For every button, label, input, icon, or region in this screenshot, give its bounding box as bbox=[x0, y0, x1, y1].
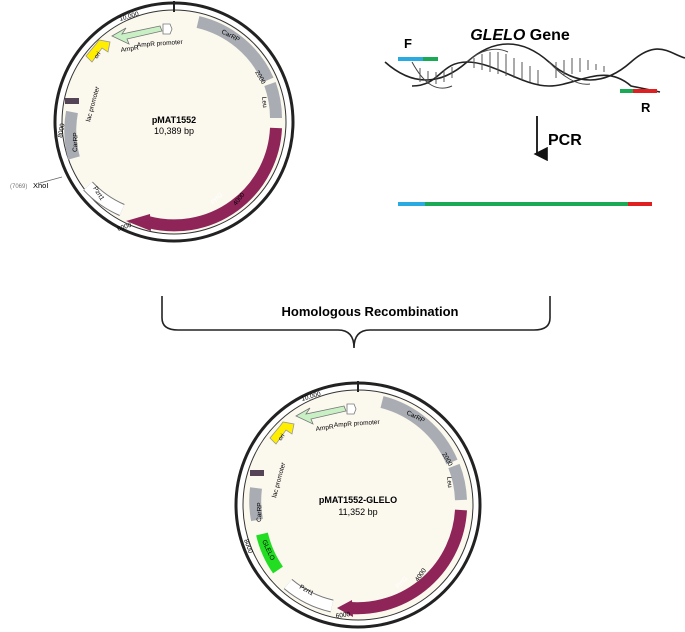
plasmid2-leu-feature bbox=[448, 463, 467, 501]
plasmid1-label-carrp-left: CarRP bbox=[72, 132, 80, 152]
plasmid1-name: pMAT1552 bbox=[152, 115, 196, 125]
pcr-label: PCR bbox=[548, 132, 582, 149]
plasmid1-pyrg-feature bbox=[146, 127, 282, 232]
plasmid1-pzrt1-feature bbox=[83, 182, 125, 216]
plasmid2-glelo-feature bbox=[256, 532, 284, 574]
gene-title-italic: GLELO bbox=[470, 27, 526, 44]
plasmid1-site-name: XhoI bbox=[33, 181, 48, 190]
plasmid1-pyrg-arrowhead bbox=[126, 214, 151, 231]
plasmid2-label-leu: Leu bbox=[445, 476, 453, 488]
plasmid2-tick-6000: 6000 bbox=[335, 611, 351, 620]
plasmid1-label-leu: Leu bbox=[260, 96, 268, 108]
forward-primer-label: F bbox=[404, 36, 412, 51]
plasmid1-site-position: (7069) bbox=[10, 184, 27, 190]
plasmid2-label-ampr: AmpR bbox=[315, 423, 334, 432]
gene-title-rest: Gene bbox=[525, 27, 570, 44]
plasmid2-carrp-left-feature bbox=[249, 487, 263, 522]
plasmid1-ampr-feature bbox=[111, 25, 163, 45]
plasmid2-ori-feature bbox=[269, 421, 295, 445]
plasmid2-pzrt1-feature bbox=[284, 579, 334, 612]
plasmid1-leu-feature bbox=[264, 81, 282, 119]
plasmid1-carrp-left-feature bbox=[64, 110, 80, 160]
plasmid2-carrp-top-feature bbox=[380, 396, 458, 465]
plasmid2-label-carrp-left: CarRP bbox=[256, 502, 264, 522]
plasmid1-ampr-promoter-feature bbox=[162, 23, 173, 35]
plasmid-pmat1552-glelo: pMAT1552-GLELO 11,352 bp 10,000 2000 400… bbox=[234, 381, 482, 629]
plasmid2-ampr-promoter-feature bbox=[346, 403, 357, 415]
reverse-primer-label: R bbox=[641, 100, 651, 115]
gene-title: GLELO Gene bbox=[470, 27, 570, 44]
plasmid1-label-ampr-promoter: AmpR promoter bbox=[137, 39, 184, 49]
process-label: Homologous Recombination bbox=[282, 304, 459, 319]
plasmid2-name: pMAT1552-GLELO bbox=[319, 495, 397, 505]
plasmid2-pyrg-arrowhead bbox=[337, 600, 353, 617]
plasmid1-carrp-top-feature bbox=[196, 16, 274, 83]
dna-base-pairs bbox=[419, 52, 605, 84]
plasmid2-size: 11,352 bp bbox=[338, 507, 377, 517]
plasmid2-ampr-feature bbox=[295, 405, 347, 425]
dna-double-helix bbox=[384, 43, 685, 93]
plasmid1-label-ampr: AmpR bbox=[120, 44, 139, 53]
plasmid2-label-ori: ori bbox=[278, 433, 287, 442]
recombination-brace: Homologous Recombination bbox=[161, 296, 551, 349]
plasmid2-pyrg-feature bbox=[349, 509, 467, 615]
dna-strand-detail bbox=[411, 48, 591, 89]
brace-path bbox=[161, 296, 551, 349]
plasmid-pmat1552: pMAT1552 10,389 bp 10,000 2000 4000 6000… bbox=[10, 1, 295, 243]
plasmid1-tick-6000: 6000 bbox=[116, 222, 132, 233]
dna-strand-2 bbox=[411, 61, 661, 93]
plasmid2-label-ampr-promoter: AmpR promoter bbox=[334, 419, 381, 429]
gene-panel: GLELO Gene F R PCR bbox=[384, 27, 685, 206]
plasmid2-lac-promoter-feature bbox=[250, 470, 264, 476]
plasmid1-ori-feature bbox=[85, 39, 111, 63]
plasmid1-tick-8000: 8000 bbox=[57, 123, 66, 139]
plasmid1-xhoi-pointer bbox=[39, 176, 63, 184]
dna-strand-1 bbox=[384, 43, 685, 81]
plasmid1-size: 10,389 bp bbox=[154, 126, 194, 136]
plasmid2-tick-8000: 8000 bbox=[242, 538, 254, 554]
plasmid1-label-ori: ori bbox=[94, 51, 103, 60]
plasmid1-lac-promoter-feature bbox=[65, 98, 79, 104]
